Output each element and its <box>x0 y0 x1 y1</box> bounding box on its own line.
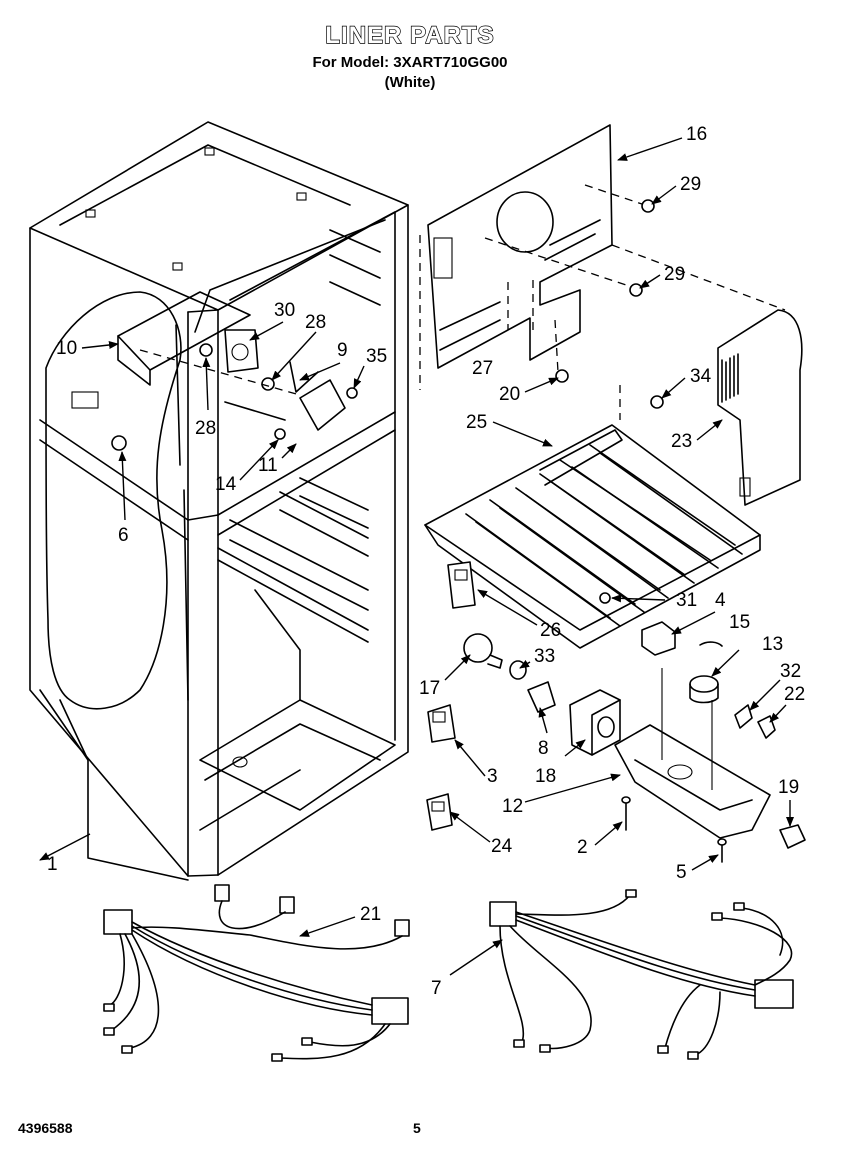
evaporator-cover-panel <box>419 124 786 390</box>
callout-9: 9 <box>337 340 348 361</box>
callout-18: 18 <box>535 766 556 787</box>
callout-25: 25 <box>466 412 487 433</box>
freezer-floor <box>424 424 761 649</box>
callout-28b: 28 <box>195 418 216 439</box>
callout-6: 6 <box>118 525 129 546</box>
callout-26: 26 <box>540 620 561 641</box>
callout-34: 34 <box>690 366 712 387</box>
callout-3: 3 <box>487 766 498 787</box>
callout-23: 23 <box>671 431 692 452</box>
callout-28a: 28 <box>305 312 326 333</box>
callout-31: 31 <box>676 590 697 611</box>
callout-10: 10 <box>56 338 77 359</box>
callout-29a: 29 <box>680 174 701 195</box>
callout-29b: 29 <box>664 264 685 285</box>
air-duct <box>619 309 803 506</box>
document-number: 4396588 <box>18 1120 73 1136</box>
small-parts <box>426 561 806 863</box>
callout-14: 14 <box>215 474 237 495</box>
callout-8: 8 <box>538 738 549 759</box>
callout-20: 20 <box>499 384 520 405</box>
callout-35: 35 <box>366 346 387 367</box>
wire-harness-7 <box>489 889 794 1060</box>
callout-32: 32 <box>780 661 801 682</box>
leader-arrows <box>39 137 794 976</box>
callout-15: 15 <box>729 612 750 633</box>
callout-5: 5 <box>676 862 687 883</box>
callout-labels: 16 29 29 27 20 34 25 23 31 26 4 15 13 33… <box>47 124 805 999</box>
callout-17: 17 <box>419 678 440 699</box>
callout-19: 19 <box>778 777 799 798</box>
control-assembly <box>111 291 358 451</box>
callout-30: 30 <box>274 300 295 321</box>
callout-13: 13 <box>762 634 783 655</box>
callout-33: 33 <box>534 646 555 667</box>
callout-1: 1 <box>47 854 58 875</box>
liner-cabinet <box>29 121 409 881</box>
model-line: For Model: 3XART710GG00 <box>312 54 508 71</box>
wire-harness-21 <box>103 884 410 1062</box>
color-line: (White) <box>384 74 436 91</box>
callout-7: 7 <box>431 978 442 999</box>
callout-22: 22 <box>784 684 805 705</box>
callout-11: 11 <box>258 455 278 476</box>
callout-16: 16 <box>686 124 707 145</box>
callout-24: 24 <box>491 836 513 857</box>
callout-27: 27 <box>472 358 493 379</box>
callout-21: 21 <box>360 904 381 925</box>
page-title: LINER PARTS <box>325 21 495 49</box>
page-number: 5 <box>413 1120 421 1136</box>
callout-12: 12 <box>502 796 523 817</box>
callout-2: 2 <box>577 837 588 858</box>
callout-4: 4 <box>715 590 726 611</box>
